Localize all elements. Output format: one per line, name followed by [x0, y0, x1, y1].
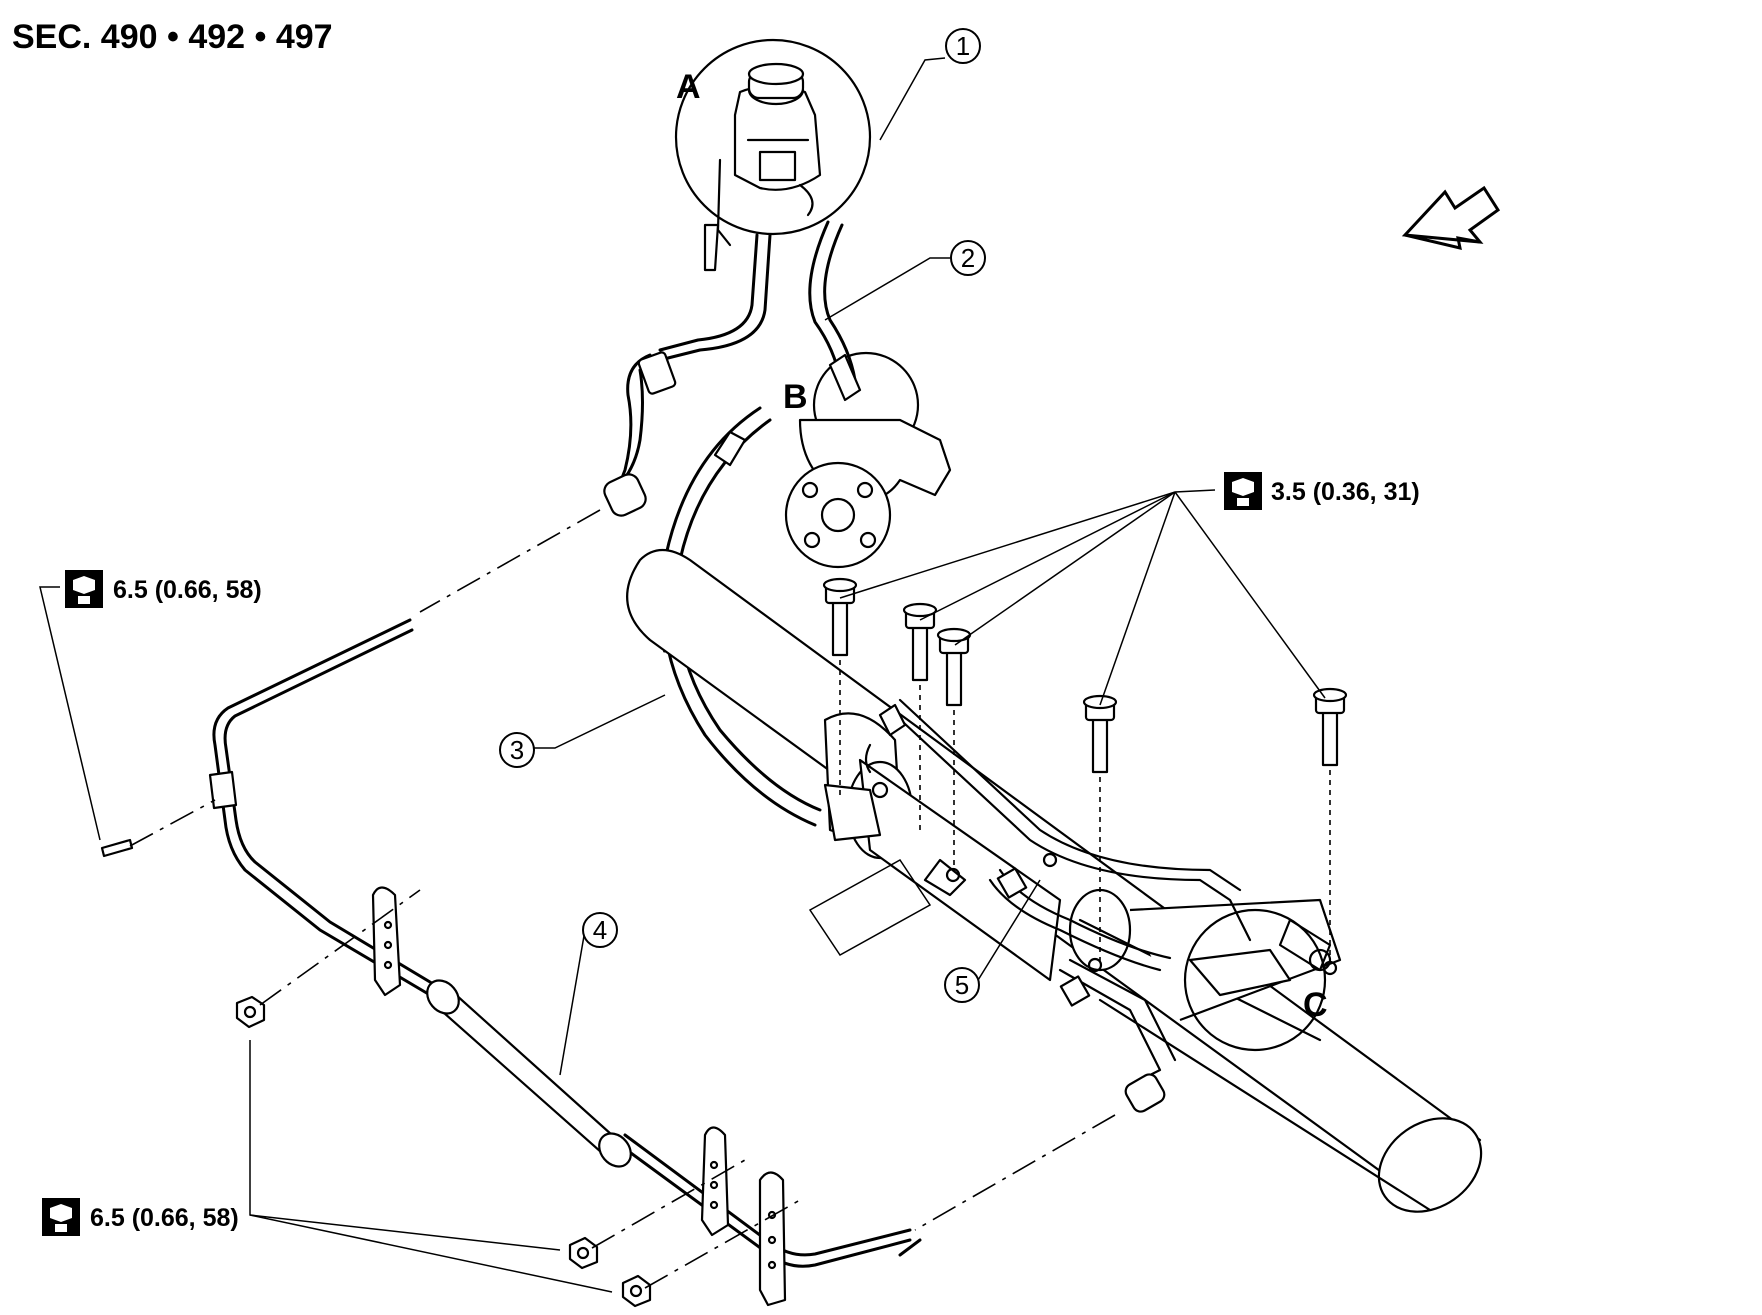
bolt-2: [902, 602, 938, 682]
cooler-fasteners: [100, 838, 652, 1308]
callout-number: 3: [510, 735, 524, 765]
torque-value: 3.5 (0.36, 31): [1271, 478, 1420, 506]
oil-pump: [784, 351, 952, 569]
bolt-3: [936, 627, 972, 707]
callout-number: 5: [955, 970, 969, 1000]
torque-value: 6.5 (0.66, 58): [113, 576, 262, 604]
torque-spec-lower-left: 6.5 (0.66, 58): [42, 1198, 239, 1236]
callout-number: 1: [956, 31, 970, 61]
torque-wrench-icon: [1224, 472, 1262, 510]
callout-3: 3: [499, 732, 535, 768]
reservoir-hoses: [603, 220, 857, 517]
torque-value: 6.5 (0.66, 58): [90, 1204, 239, 1232]
section-title: SEC. 490 • 492 • 497: [12, 18, 333, 56]
bolt-4: [1082, 694, 1118, 774]
torque-spec-right: 3.5 (0.36, 31): [1224, 472, 1420, 510]
callout-2: 2: [950, 240, 986, 276]
gear-mounting-bolts: [822, 577, 1348, 965]
torque-spec-upper-left: 6.5 (0.66, 58): [65, 570, 262, 608]
leader-lines: [39, 57, 1326, 1293]
cooler-tube: [208, 618, 922, 1307]
torque-wrench-icon: [42, 1198, 80, 1236]
detail-label-b: B: [783, 378, 808, 416]
callout-number: 4: [593, 915, 607, 945]
connection-lines: [129, 509, 1116, 1289]
callout-4: 4: [582, 912, 618, 948]
detail-label-a: A: [676, 68, 701, 106]
bolt-1: [822, 577, 858, 657]
reservoir-tank: [674, 38, 872, 272]
torque-wrench-icon: [65, 570, 103, 608]
steering-gear-assembly: [626, 548, 1483, 1213]
callout-number: 2: [961, 243, 975, 273]
callout-1: 1: [945, 28, 981, 64]
detail-label-c: C: [1303, 986, 1328, 1024]
front-direction-arrow-icon: [1401, 185, 1501, 250]
bolt-5: [1312, 687, 1348, 767]
callout-5: 5: [944, 967, 980, 1003]
